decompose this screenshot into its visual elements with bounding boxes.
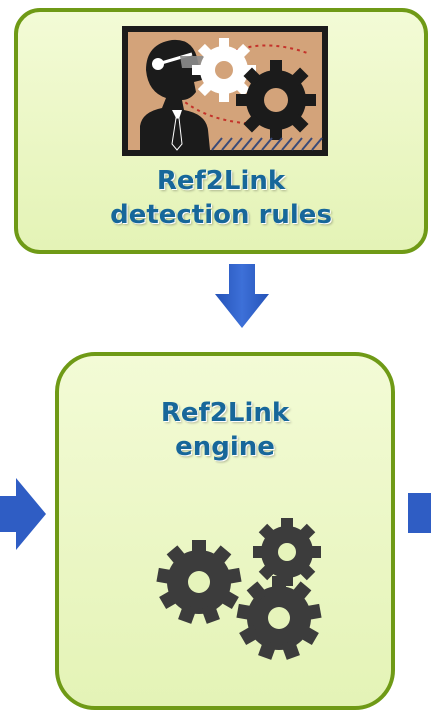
gears-icon (156, 518, 322, 660)
engine-title: Ref2Link engine (59, 396, 391, 464)
arrow-right-icon (0, 478, 46, 550)
title-line-2: engine (175, 432, 275, 462)
person-with-gears-icon (122, 26, 328, 156)
detection-rules-box: Ref2Link detection rules (14, 8, 428, 254)
title-line-1: Ref2Link (156, 166, 286, 196)
title-line-1: Ref2Link (160, 398, 290, 428)
arrow-right-icon (408, 493, 431, 533)
detection-rules-title: Ref2Link detection rules (18, 164, 424, 232)
engine-box: Ref2Link engine (55, 352, 395, 710)
arrow-down-icon (215, 264, 269, 328)
title-line-2: detection rules (110, 200, 332, 230)
